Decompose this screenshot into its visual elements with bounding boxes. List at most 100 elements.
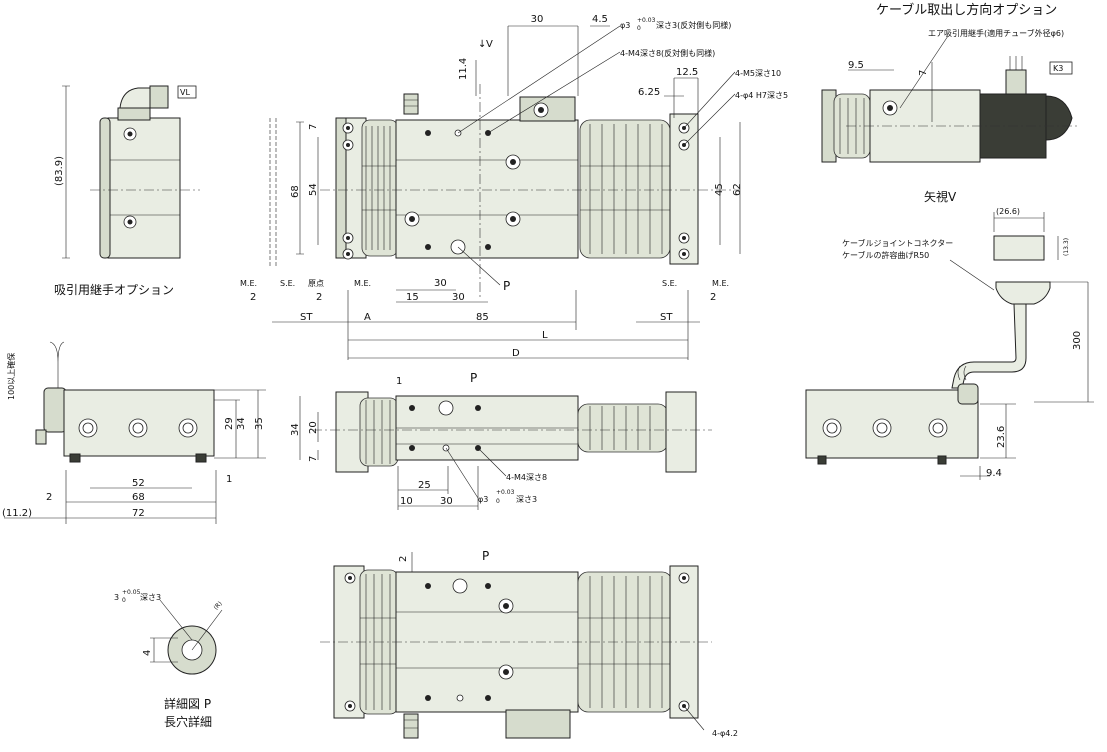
- dim-d: D: [512, 348, 520, 359]
- phi3-tol-front: +0.03: [496, 489, 515, 496]
- view-arrow-v: V: [486, 39, 493, 50]
- dim-15: 15: [406, 292, 419, 303]
- dim-23-6: 23.6: [996, 426, 1007, 448]
- suction-option-view: [62, 85, 200, 259]
- title-slot-detail: 長穴詳細: [164, 714, 212, 729]
- dim-45: 45: [714, 183, 725, 196]
- side-view-right: [805, 365, 1016, 480]
- badge-k3: K3: [1053, 64, 1063, 73]
- label-slot-r: (R): [212, 600, 223, 611]
- detail-p: [150, 599, 223, 675]
- slot-tol0: 0: [122, 597, 126, 604]
- label-cable-joint: ケーブルジョイントコネクター: [842, 238, 953, 248]
- dim-11-2: (11.2): [2, 508, 32, 519]
- dim-68: 68: [290, 185, 301, 198]
- dim-25: 25: [418, 480, 431, 491]
- dim-10: 10: [400, 496, 413, 507]
- phi3-tol0-front: 0: [496, 498, 500, 505]
- dim-4-5: 4.5: [592, 14, 608, 25]
- label-phi4-h7: 4-φ4 H7深さ5: [735, 91, 788, 100]
- dim-30-b: 30: [452, 292, 465, 303]
- label-phi3-front: φ3: [478, 495, 488, 504]
- phi3-tol0: 0: [637, 25, 641, 32]
- dim-9-5: 9.5: [848, 60, 864, 71]
- dim-62: 62: [732, 183, 743, 196]
- dim-72: 72: [132, 508, 145, 519]
- dim-30-top: 30: [531, 14, 544, 25]
- label-cable-margin: 100以上確保: [6, 353, 16, 400]
- dim-l: L: [542, 330, 548, 341]
- right-bellows: [579, 119, 671, 259]
- dim-34-side: 34: [236, 417, 247, 430]
- label-p-front: P: [470, 371, 477, 385]
- dim-2-bottom: 2: [398, 556, 409, 562]
- dim-85: 85: [476, 312, 489, 323]
- label-origin: 原点: [308, 279, 324, 288]
- dim-1-front: 1: [396, 376, 402, 387]
- label-cable-bend: ケーブルの許容曲げR50: [842, 250, 929, 260]
- label-se-left: S.E.: [280, 279, 295, 288]
- title-cable-option: ケーブル取出し方向オプション: [876, 2, 1057, 18]
- label-me-mid: M.E.: [354, 279, 371, 288]
- dim-1-side: 1: [226, 474, 232, 485]
- view-v-detail: [949, 212, 1094, 403]
- dim-12-5: 12.5: [676, 67, 698, 78]
- dim-13-3: (13.3): [1063, 238, 1070, 256]
- label-me-left: M.E.: [240, 279, 257, 288]
- dim-9-4: 9.4: [986, 468, 1002, 479]
- dim-35: 35: [254, 417, 265, 430]
- badge-vl: VL: [180, 88, 190, 97]
- dim-4-detail: 4: [142, 650, 153, 656]
- label-m4-depth8: 4-M4深さ8: [506, 473, 547, 482]
- dim-2-c: 2: [710, 292, 716, 303]
- dim-st-right: ST: [660, 312, 673, 323]
- title-suction-option: 吸引用継手オプション: [54, 282, 174, 297]
- dim-30-front: 30: [440, 496, 453, 507]
- dim-7-cable: 7: [918, 70, 929, 76]
- dim-2-b: 2: [316, 292, 322, 303]
- label-m4-depth8-both: 4-M4深さ8(反対側も同様): [620, 48, 715, 58]
- carriage-body: [395, 119, 579, 259]
- dim-26-6: (26.6): [996, 207, 1020, 216]
- title-detail-p: 詳細図 P: [164, 696, 211, 711]
- dim-7: 7: [308, 124, 319, 130]
- dim-20: 20: [308, 421, 319, 434]
- dim-52: 52: [132, 478, 145, 489]
- label-slot-depth: 深さ3: [140, 593, 161, 602]
- arrow-down: ↓: [478, 39, 486, 50]
- label-me-right: M.E.: [712, 279, 729, 288]
- dim-a: A: [364, 312, 371, 323]
- label-phi3: φ3: [620, 21, 630, 30]
- dim-11-4: 11.4: [458, 58, 469, 80]
- top-view: V ↓: [269, 25, 741, 360]
- label-depth3-front: 深さ3: [516, 495, 537, 504]
- label-m5-depth10: 4-M5深さ10: [735, 69, 781, 78]
- dim-30-a: 30: [434, 278, 447, 289]
- dim-300: 300: [1072, 331, 1083, 350]
- dim-7-front: 7: [308, 456, 319, 462]
- slot-tol: +0.05: [122, 589, 141, 596]
- phi3-tol: +0.03: [637, 17, 656, 24]
- cable-option-view: [821, 35, 1080, 163]
- dim-29: 29: [224, 417, 235, 430]
- side-view-left: [4, 341, 266, 524]
- dim-2-a: 2: [250, 292, 256, 303]
- left-bellows: [361, 119, 399, 257]
- label-se-right: S.E.: [662, 279, 677, 288]
- label-4-phi4-2: 4-φ4.2: [712, 729, 738, 738]
- dim-34-front: 34: [290, 423, 301, 436]
- label-p-top: P: [503, 279, 510, 293]
- dim-6-25: 6.25: [638, 87, 660, 98]
- label-air-fitting: エア吸引用継手(適用チューブ外径φ6): [928, 28, 1064, 38]
- bottom-view: [320, 552, 712, 739]
- label-depth3-both: 深さ3(反対側も同様): [656, 20, 731, 30]
- label-p-bottom: P: [482, 549, 489, 563]
- dim-68-side: 68: [132, 492, 145, 503]
- title-view-v: 矢視V: [924, 189, 957, 204]
- dim-54: 54: [308, 183, 319, 196]
- label-slot-w: 3: [114, 593, 119, 602]
- front-view: [299, 391, 712, 510]
- dim-83-9: (83.9): [54, 156, 65, 186]
- dim-st-left: ST: [300, 312, 313, 323]
